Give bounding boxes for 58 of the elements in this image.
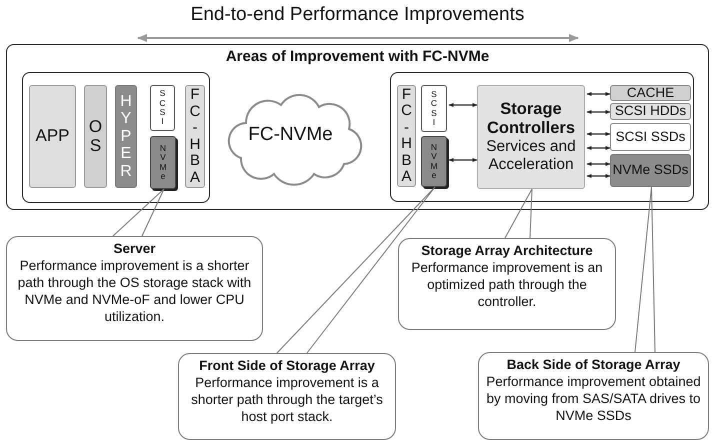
- arrow: [586, 110, 610, 114]
- layer-label: APP: [35, 126, 70, 147]
- drive-box: [610, 154, 691, 187]
- layer-label: OS: [88, 118, 104, 156]
- layer-label: FC-NVMe: [248, 124, 333, 146]
- layer-label: SCSI: [430, 90, 438, 128]
- layer-label: NVMe: [430, 142, 438, 180]
- arrow: [586, 92, 610, 96]
- callout-box: [478, 352, 709, 440]
- callout-heading: Server: [113, 241, 156, 258]
- callout-box: [6, 236, 263, 341]
- stack-layer: [150, 136, 176, 189]
- stack-layer: [185, 85, 205, 188]
- arrow: [448, 158, 478, 162]
- layer-label: FC-HBA: [188, 87, 202, 186]
- callout-box: [398, 238, 616, 330]
- layer-label: NVMe: [159, 144, 167, 182]
- layer-label: CACHE: [626, 84, 674, 102]
- panel-heading: Areas of Improvement with FC-NVMe: [226, 48, 490, 66]
- layer-label: HYPER: [119, 92, 133, 180]
- callout-heading: Storage Array Architecture: [421, 243, 593, 260]
- layer-label: NVMe SSDs: [612, 162, 688, 179]
- leader-line: [504, 188, 532, 238]
- stack-layer: [29, 85, 76, 188]
- controller-box: [477, 85, 585, 189]
- callout-box: [178, 353, 396, 440]
- layer-label: SCSI SSDs: [616, 128, 686, 146]
- leader-line: [112, 188, 164, 236]
- layer-label: SCSI HDDs: [614, 103, 686, 120]
- callout-text: Performance improvement is a shorter path through the target’s host port stack.: [190, 374, 384, 426]
- area-panel: [6, 44, 709, 210]
- diagram-title: End-to-end Performance Improvements: [190, 4, 526, 26]
- layer-label: FC-HBA: [400, 86, 413, 186]
- callout-text: Performance improvement is an optimized path through the controller.: [410, 260, 604, 310]
- callout-text: Performance improvement is a shorter path through the OS storage stack with NVMe and NVMe-oF and lower CPU utilization.: [16, 258, 252, 326]
- stack-layer: [397, 85, 416, 187]
- stack-layer: [150, 85, 175, 131]
- layer-label: Storage Controllers: [486, 100, 576, 138]
- drive-box: [610, 123, 691, 151]
- stack-layer: [115, 85, 137, 188]
- arrow: [448, 103, 478, 107]
- stack-layer: [84, 85, 107, 188]
- arrow: [586, 162, 610, 166]
- leader-line: [634, 186, 656, 352]
- callout-heading: Back Side of Storage Array: [506, 357, 680, 374]
- arrow: [586, 132, 610, 136]
- callout-text: Performance improvement obtained by moving from SAS/SATA drives to NVMe SSDs: [485, 374, 702, 424]
- stack-layer: [421, 85, 447, 132]
- layer-label: Services and Acceleration: [485, 138, 577, 174]
- arrow: [586, 146, 610, 150]
- arrow: [586, 174, 610, 178]
- stack-layer: [421, 136, 447, 187]
- layer-label: SCSI: [158, 89, 166, 127]
- server-stack-panel: [22, 72, 210, 202]
- callout-heading: Front Side of Storage Array: [199, 358, 375, 375]
- leader-line: [276, 186, 436, 354]
- storage-array-panel: [390, 72, 694, 202]
- drive-box: [610, 85, 691, 101]
